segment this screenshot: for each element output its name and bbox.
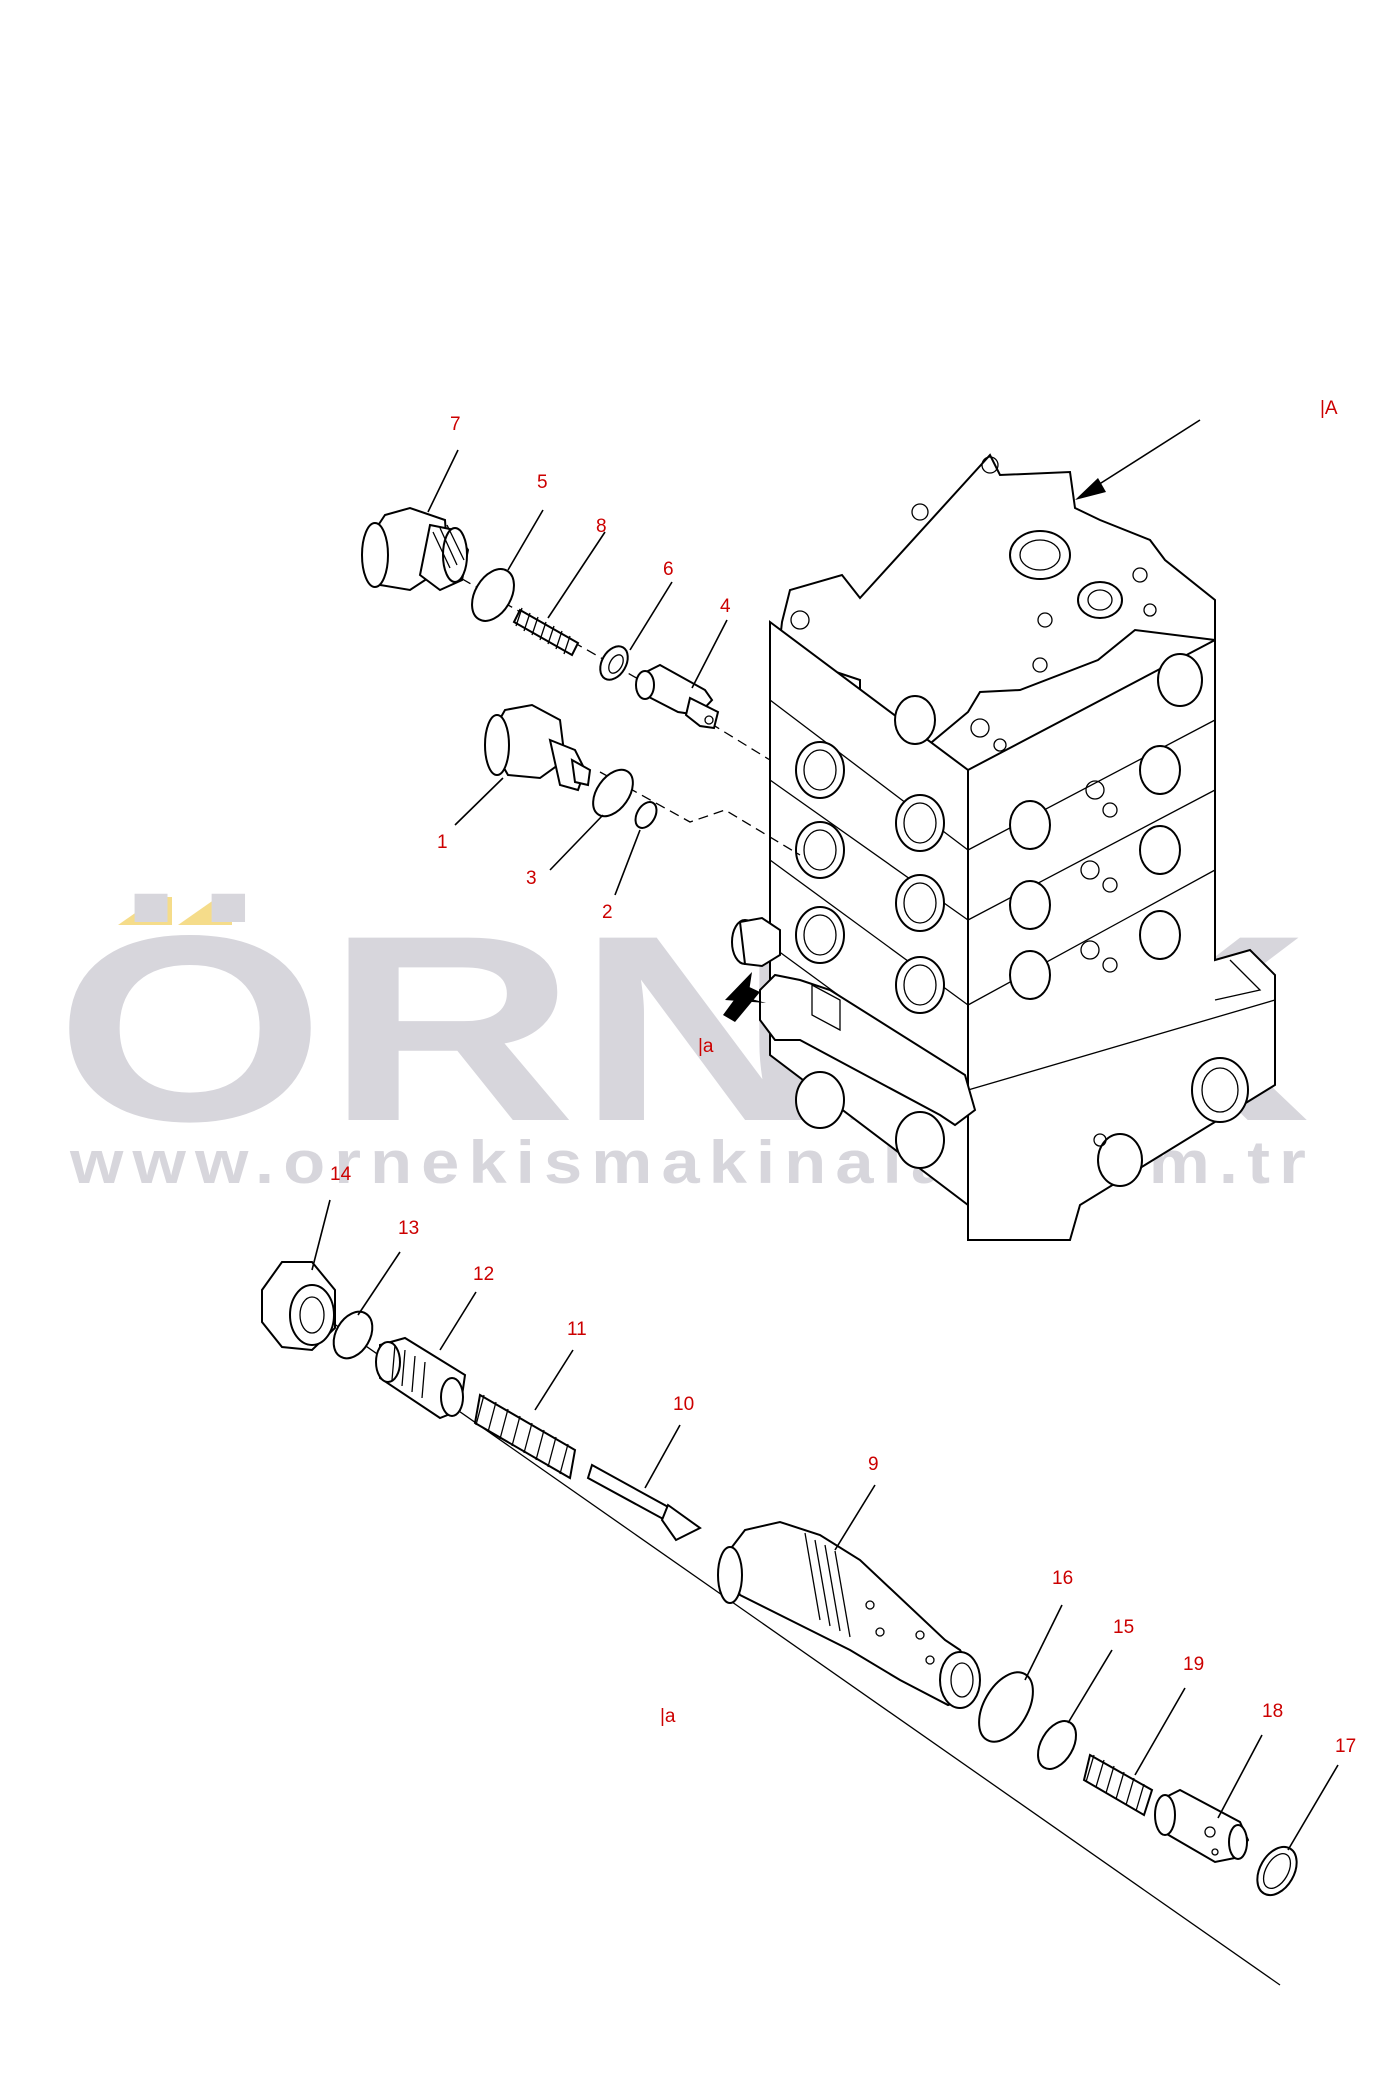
part-13-o-ring [332, 1310, 374, 1360]
callout-numbers: 7 5 8 6 4 1 3 2 14 13 12 11 10 9 16 15 1… [330, 414, 1356, 1757]
callout-1: 1 [437, 832, 448, 853]
part-9-sleeve [717, 1520, 981, 1709]
lower-axis-line [299, 1299, 1281, 1986]
callout-19: 19 [1183, 1654, 1204, 1675]
part-17-snap-ring [1256, 1845, 1298, 1897]
callout-2: 2 [602, 902, 613, 923]
callout-10: 10 [673, 1394, 694, 1415]
watermark-umlaut-right [178, 897, 232, 925]
valve-body [731, 453, 1276, 1241]
part-14-nut [261, 1261, 336, 1352]
part-6-washer [599, 645, 629, 681]
callout-12: 12 [473, 1264, 494, 1285]
part-2-ring [634, 801, 658, 829]
view-arrow-A [1075, 419, 1201, 500]
callout-5: 5 [537, 472, 548, 493]
callout-3: 3 [526, 868, 537, 889]
part-8-spring [512, 607, 580, 657]
part-16-o-ring [978, 1671, 1034, 1743]
callout-6: 6 [663, 559, 674, 580]
part-10-needle [586, 1463, 702, 1542]
watermark-umlaut-left [118, 897, 172, 925]
callout-16: 16 [1052, 1568, 1073, 1589]
view-label-a-lower: |a [660, 1706, 676, 1727]
view-arrow-a [723, 972, 766, 1022]
callout-18: 18 [1262, 1701, 1283, 1722]
part-7-plug [361, 506, 470, 592]
callout-9: 9 [868, 1454, 879, 1475]
callout-7: 7 [450, 414, 461, 435]
part-15-o-ring [1037, 1720, 1077, 1770]
part-4-poppet [635, 663, 720, 730]
callout-8: 8 [596, 516, 607, 537]
part-18-piston [1154, 1788, 1250, 1864]
part-19-spring [1082, 1753, 1154, 1817]
part-11-spring [473, 1393, 577, 1480]
callout-15: 15 [1113, 1617, 1134, 1638]
callout-17: 17 [1335, 1736, 1356, 1757]
part-1-relief-plug [484, 703, 592, 792]
part-3-o-ring [592, 768, 634, 818]
callout-13: 13 [398, 1218, 419, 1239]
view-label-a-upper: |a [698, 1036, 714, 1057]
view-label-A: |A [1320, 398, 1338, 419]
callout-14: 14 [330, 1164, 352, 1185]
leader-lines [311, 449, 1339, 1851]
callout-11: 11 [567, 1319, 587, 1340]
part-5-o-ring [471, 568, 515, 622]
part-12-piston [375, 1336, 467, 1420]
callout-4: 4 [720, 596, 731, 617]
